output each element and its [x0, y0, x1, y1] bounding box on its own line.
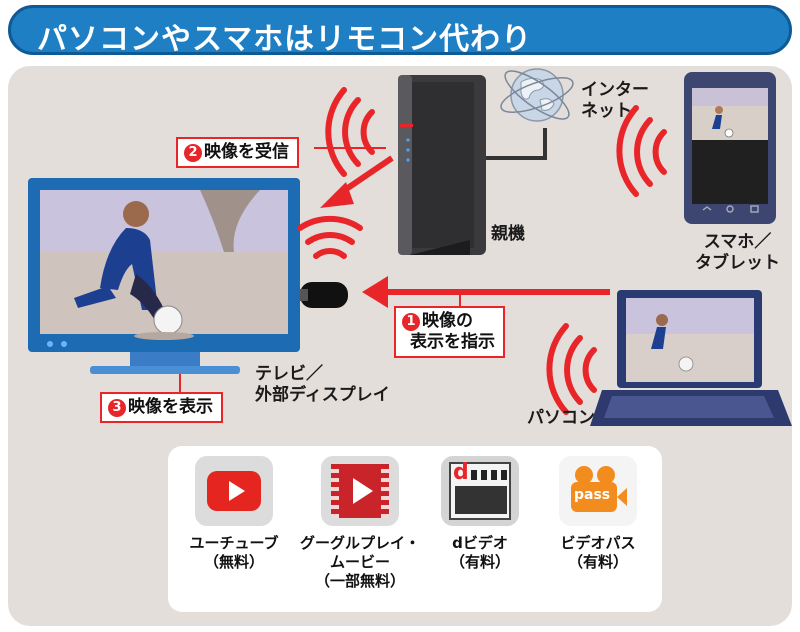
tv-label: テレビ／ 外部ディスプレイ	[255, 364, 390, 405]
service-videopass: pass ビデオパス （有料）	[538, 456, 658, 572]
pc-label: パソコン	[527, 408, 595, 428]
smartphone-device	[684, 72, 776, 224]
dvideo-icon: d	[441, 456, 519, 526]
internet-label: インター ネット	[581, 80, 649, 121]
laptop-wifi-waves	[546, 323, 597, 415]
network-cable	[470, 128, 547, 160]
tv-device	[28, 178, 300, 374]
laptop-device	[590, 290, 792, 426]
page-title: パソコンやスマホはリモコン代わり	[37, 22, 533, 57]
google-play-movies-icon	[321, 456, 399, 526]
title-banner: パソコンやスマホはリモコン代わり	[8, 5, 792, 57]
services-box: ユーチューブ （無料） グーグルプレイ・ ムービー （一部無料） d dビデオ …	[168, 446, 662, 612]
step-number-badge: 3	[108, 399, 126, 417]
service-dvideo: d dビデオ （有料）	[420, 456, 540, 572]
arrow-laptop-to-dongle	[362, 276, 610, 308]
videopass-icon: pass	[559, 456, 637, 526]
smartphone-label: スマホ／ タブレット	[695, 232, 780, 273]
arrow-router-to-tv	[314, 147, 394, 208]
smartphone-wifi-waves	[616, 105, 667, 197]
step-number-badge: 2	[184, 144, 202, 162]
router-wifi-waves	[325, 87, 375, 177]
step-number-badge: 1	[402, 313, 420, 331]
tv-stick-dongle	[300, 282, 348, 308]
service-google-play-movies: グーグルプレイ・ ムービー （一部無料）	[294, 456, 426, 591]
router-label: 親機	[491, 224, 525, 244]
service-youtube: ユーチューブ （無料）	[174, 456, 294, 572]
router-device	[398, 75, 486, 255]
globe-icon	[500, 68, 574, 122]
dongle-wifi-waves	[297, 215, 363, 259]
youtube-icon	[195, 456, 273, 526]
